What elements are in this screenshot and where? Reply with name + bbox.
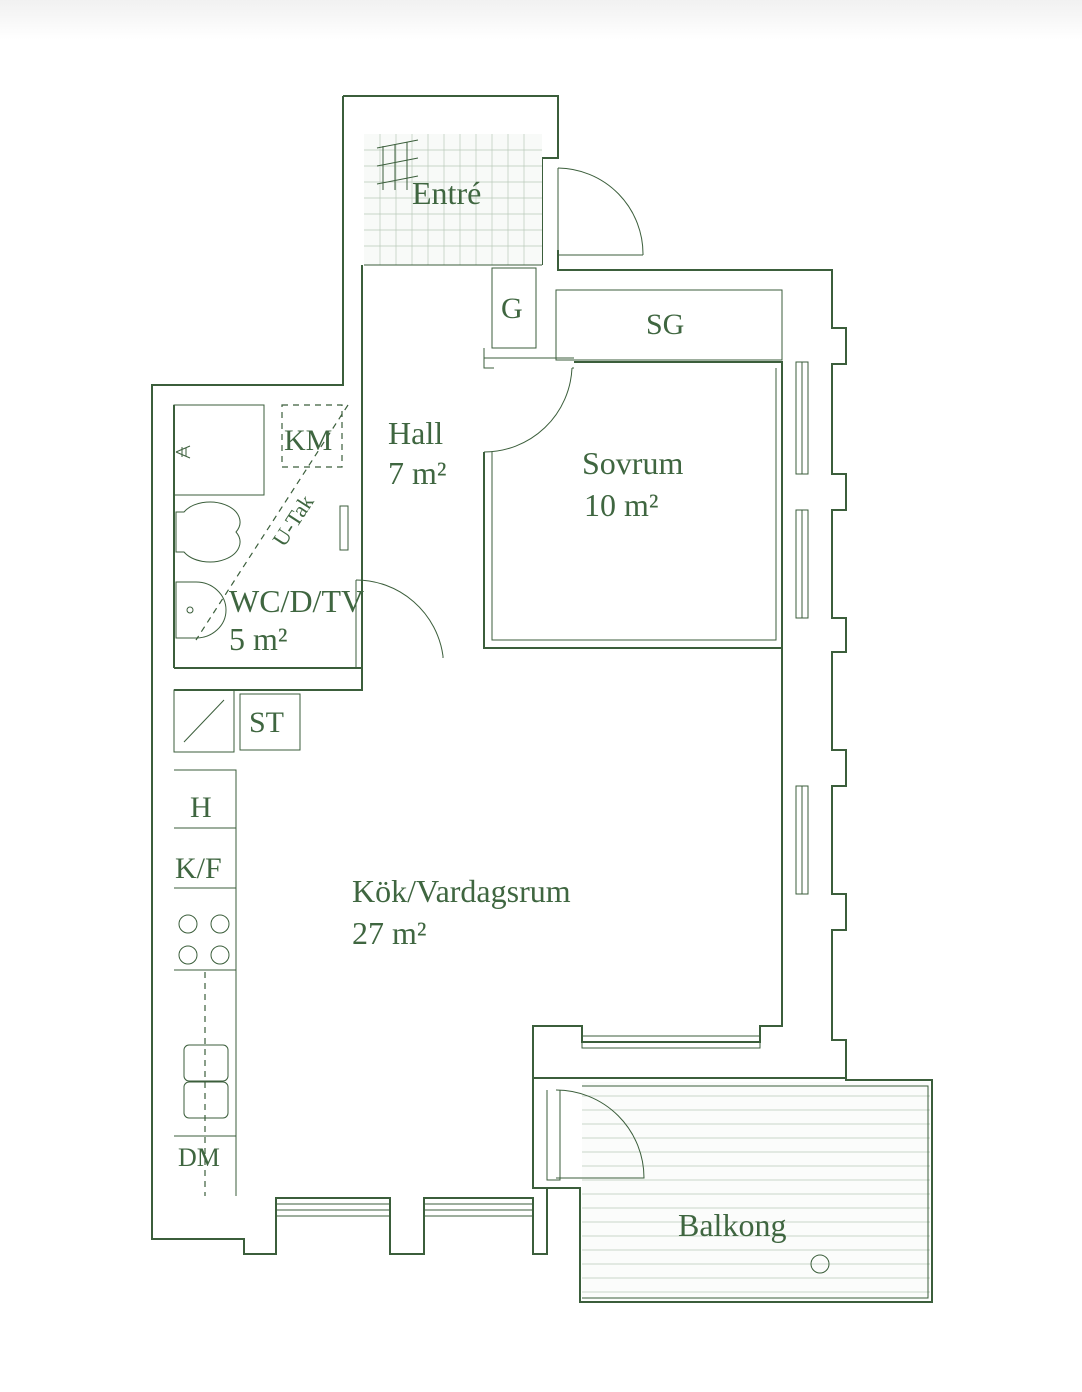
utak-label: U-Tak: [267, 490, 318, 550]
entre-label: Entré: [412, 175, 481, 211]
km-label: KM: [284, 424, 332, 457]
balkong-label: Balkong: [678, 1207, 786, 1243]
sg-label: SG: [646, 308, 684, 341]
entrance-tiles: [364, 134, 542, 266]
sovrum-area: 10 m²: [584, 487, 658, 523]
hall-name: Hall: [388, 415, 443, 451]
dm-label: DM: [178, 1143, 220, 1172]
sovrum-name: Sovrum: [582, 445, 683, 481]
balcony: [547, 1077, 933, 1303]
h-label: H: [190, 791, 212, 824]
kf-label: K/F: [175, 852, 222, 885]
hall-area: 7 m²: [388, 455, 446, 491]
hall-storage: [483, 267, 783, 369]
kitchen-fittings: [173, 689, 301, 1196]
kok-name: Kök/Vardagsrum: [352, 873, 571, 909]
kok-area: 27 m²: [352, 915, 426, 951]
living-right-wall: [532, 648, 783, 1189]
bathroom: [173, 404, 444, 669]
g-label: G: [501, 292, 523, 325]
living-windows: [275, 785, 809, 1217]
bedroom-windows: [795, 361, 809, 619]
outer-walls: [151, 95, 847, 1255]
st-label: ST: [249, 706, 284, 739]
wc-name: WC/D/TV: [229, 583, 364, 619]
wc-area: 5 m²: [229, 621, 287, 657]
entrance-door: [557, 167, 644, 256]
